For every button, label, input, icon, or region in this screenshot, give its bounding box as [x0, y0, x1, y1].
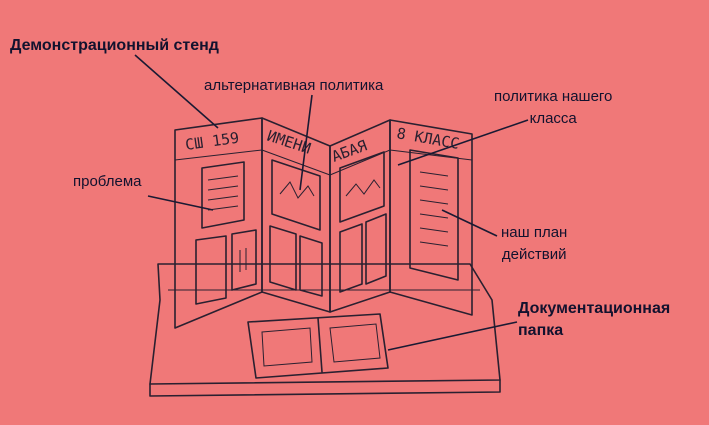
label-documentation-folder: Документационная папка	[518, 300, 671, 339]
leader-lines	[134, 54, 529, 351]
documentation-folder	[247, 313, 389, 379]
stand-panels	[174, 117, 473, 329]
label-class-policy: политика нашего класса	[494, 88, 613, 127]
stand-header-lettering: СШ 159 ИМЕНИ АБАЯ 8 КЛАСС	[184, 124, 461, 166]
class-policy-posters	[339, 151, 387, 293]
label-problem: проблема	[73, 173, 142, 190]
label-action-plan: наш план действий	[501, 224, 568, 263]
table-base	[149, 263, 501, 397]
label-display-stand: Демонстрационный стенд	[10, 37, 219, 54]
svg-text:СШ 159: СШ 159	[184, 129, 240, 154]
action-plan-poster	[409, 149, 459, 281]
svg-text:8 КЛАСС: 8 КЛАСС	[395, 124, 460, 153]
label-alternative-policy: альтернативная политика	[204, 77, 384, 94]
alternative-policy-posters	[269, 159, 323, 297]
problem-posters	[195, 161, 257, 305]
